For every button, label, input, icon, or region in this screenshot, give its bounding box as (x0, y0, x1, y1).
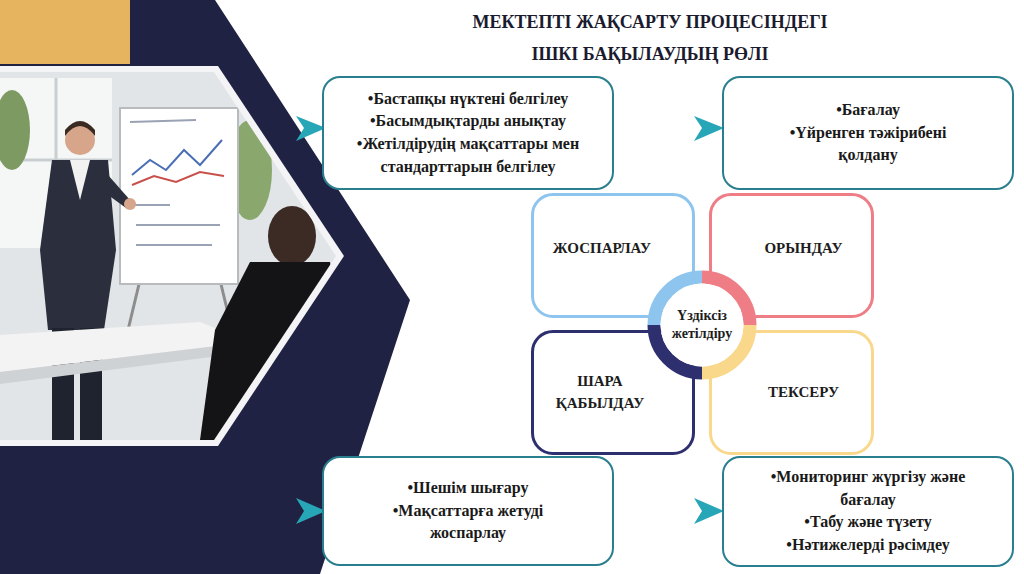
stage-label: ЖОСПАРЛАУ (553, 238, 651, 260)
callout-box: •Бағалау•Үйренген тәжірибені қолдану (722, 76, 1014, 190)
whiteboard (120, 108, 238, 284)
bullet-item: •Үйренген тәжірибені қолдану (770, 122, 966, 167)
board-chart (132, 172, 224, 185)
bullet-item: •Басымдықтарды анықтау (370, 110, 566, 133)
cycle-label: Үздіксіз жетілдіру (663, 307, 741, 343)
board-chart (132, 140, 222, 175)
bullet-item: •Шешім шығару (407, 477, 528, 500)
listener-body (200, 262, 360, 440)
bullet-item: •Бастапқы нүктені белгілеу (368, 88, 568, 111)
bullet-item: •Бағалау (836, 99, 900, 122)
cycle-circle: Үздіксіз жетілдіру (647, 270, 757, 380)
callout-box: •Шешім шығару•Мақсаттарға жетуді жоспарл… (322, 456, 614, 566)
presenter-hair (65, 121, 95, 136)
slide-title: МЕКТЕПТІ ЖАҚСАРТУ ПРОЦЕСІНДЕГІ ІШКІ БАҚЫ… (472, 6, 828, 70)
bullet-item: •Табу және түзету (804, 511, 931, 534)
board-scribble (130, 120, 196, 122)
callout-box: •Бастапқы нүктені белгілеу•Басымдықтарды… (322, 76, 614, 190)
board-scribble (132, 204, 170, 206)
callout-box: •Мониторинг жүргізу және бағалау•Табу жә… (722, 456, 1014, 567)
photo-wall (0, 70, 360, 450)
easel-leg (128, 280, 140, 330)
gold-corner (0, 0, 135, 64)
bullet-item: •Мақсаттарға жетуді жоспарлау (380, 500, 556, 545)
stage-label: ШАРА ҚАБЫЛДАУ (545, 371, 655, 415)
presenter-suit (40, 160, 116, 330)
board-scribble (136, 244, 212, 246)
pointer-arrow (694, 498, 724, 524)
presenter-shirt (70, 160, 90, 200)
photo-plant (0, 90, 30, 170)
ring-center (661, 284, 744, 367)
bullet-item: •Нәтижелерді рәсімдеу (786, 534, 949, 557)
board-scribble (136, 224, 220, 226)
meeting-photo (0, 70, 360, 450)
cycle-ring (647, 270, 757, 380)
bullet-item: •Жетілдірудің мақсаттары мен стандарттар… (334, 133, 602, 178)
listener-hair (268, 206, 316, 266)
stage-label: ТЕКСЕРУ (768, 382, 839, 404)
stage-label: ОРЫНДАУ (764, 238, 842, 260)
presenter-hand (124, 198, 136, 210)
bullet-item: •Мониторинг жүргізу және бағалау (755, 466, 981, 511)
pointer-arrow (694, 116, 724, 141)
